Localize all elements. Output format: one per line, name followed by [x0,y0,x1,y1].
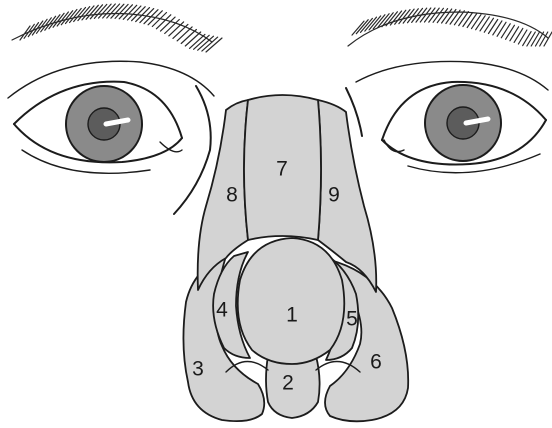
right-eyebrow [348,8,552,46]
label-region-2: 2 [282,372,294,395]
label-region-9: 9 [328,184,340,207]
label-region-1: 1 [286,304,298,327]
label-region-4: 4 [216,299,228,322]
right-eye [356,61,548,172]
left-eyebrow [12,4,222,52]
left-eye [8,61,214,173]
region-1 [238,238,345,364]
label-region-5: 5 [346,308,358,331]
label-region-8: 8 [226,184,238,207]
label-region-7: 7 [276,158,288,181]
label-region-6: 6 [370,351,382,374]
label-region-3: 3 [192,358,204,381]
